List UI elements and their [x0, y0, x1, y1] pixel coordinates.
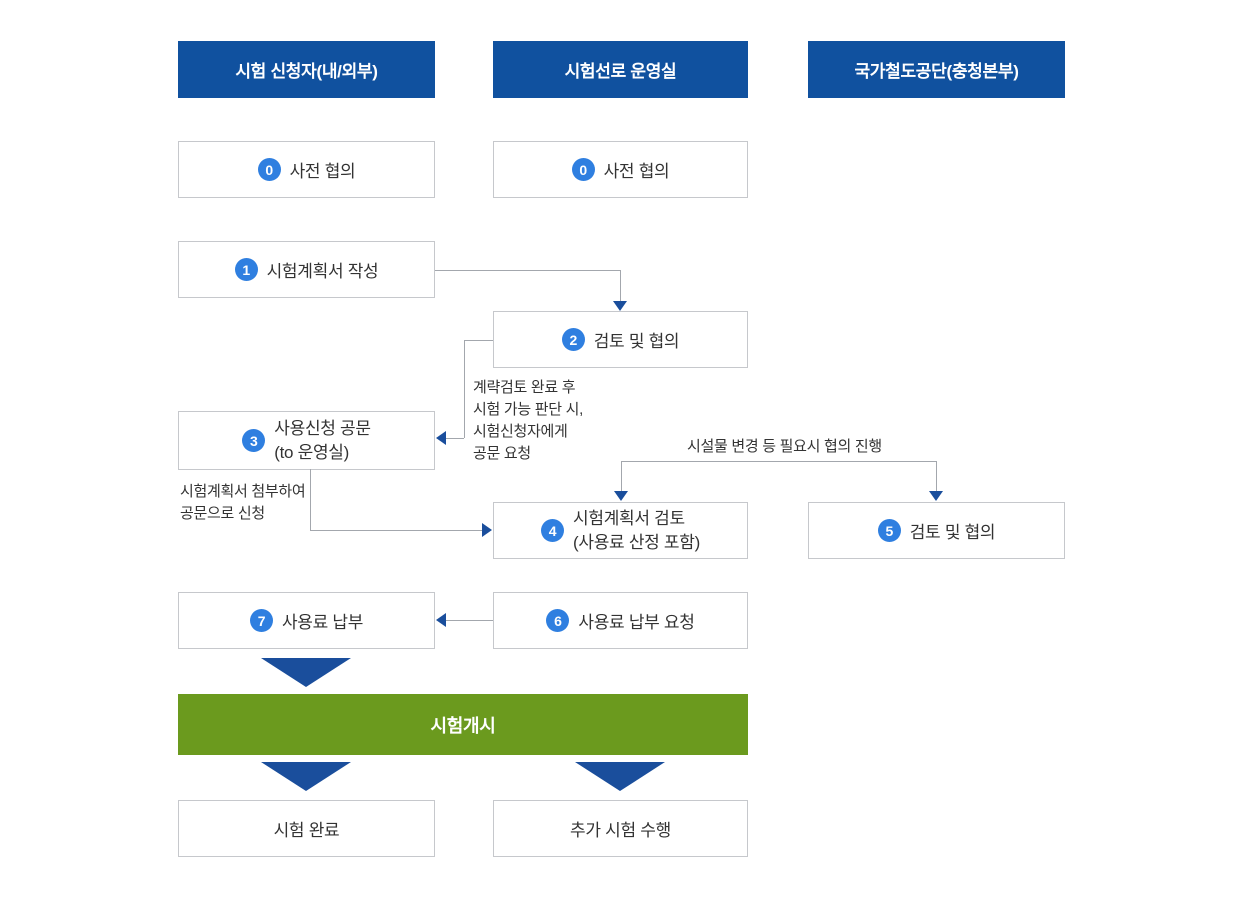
step-number-badge: 0 [571, 158, 595, 181]
step-number-badge: 3 [242, 429, 266, 452]
connector-line [621, 461, 622, 491]
step-sublabel: (to 운영실) [274, 442, 350, 462]
note-line: 시험신청자에게 [473, 423, 568, 440]
arrowhead-left-icon [436, 431, 446, 445]
connector-line [936, 461, 937, 491]
step-box-1-test-plan: 1 시험계획서 작성 [178, 241, 435, 298]
connector-line [446, 438, 464, 439]
step-number-badge: 1 [234, 258, 258, 281]
flow-triangle-icon [261, 658, 351, 687]
step-number-badge: 2 [561, 328, 585, 351]
arrowhead-left-icon [436, 613, 446, 627]
note-line: 시험 가능 판단 시, [473, 401, 583, 418]
step-number-badge: 5 [877, 519, 901, 542]
connector-line [446, 620, 493, 621]
result-box-test-complete: 시험 완료 [178, 800, 435, 857]
column-header-krna-chungcheong: 국가철도공단(충청본부) [808, 41, 1065, 98]
connector-line [435, 270, 621, 271]
connector-line [310, 530, 482, 531]
step-label: 시험계획서 검토 [573, 508, 685, 528]
connector-line [310, 469, 311, 530]
note-facility-consultation: 시설물 변경 등 필요시 협의 진행 [687, 438, 882, 455]
step-box-3-application-letter: 3 사용신청 공문 (to 운영실) [178, 411, 435, 470]
connector-line [620, 270, 621, 301]
step-sublabel: (사용료 산정 포함) [573, 532, 700, 552]
step-label: 사용신청 공문 [274, 418, 371, 438]
step-box-7-fee-payment: 7 사용료 납부 [178, 592, 435, 649]
result-box-additional-test: 추가 시험 수행 [493, 800, 748, 857]
step-number-badge: 6 [546, 609, 570, 632]
arrowhead-down-icon [929, 491, 943, 501]
step-label: 검토 및 협의 [593, 332, 680, 351]
note-line: 공문 요청 [473, 445, 531, 462]
flow-triangle-icon [261, 762, 351, 791]
step-label: 사전 협의 [289, 162, 356, 181]
step-number-badge: 0 [257, 158, 281, 181]
note-line: 공문으로 신청 [180, 505, 265, 522]
arrowhead-down-icon [614, 491, 628, 501]
step-label: 사전 협의 [603, 162, 670, 181]
step-box-0-operations: 0 사전 협의 [493, 141, 748, 198]
step-label: 검토 및 협의 [909, 523, 996, 542]
note-line: 시험계획서 첨부하여 [180, 483, 306, 500]
connector-line [621, 461, 937, 462]
column-header-operations-office: 시험선로 운영실 [493, 41, 748, 98]
step-box-2-review: 2 검토 및 협의 [493, 311, 748, 368]
step-label: 사용료 납부 [281, 613, 364, 632]
step-box-5-review-consult: 5 검토 및 협의 [808, 502, 1065, 559]
step-label: 시험계획서 작성 [266, 262, 379, 281]
flow-triangle-icon [575, 762, 665, 791]
step-box-4-plan-review: 4 시험계획서 검토 (사용료 산정 포함) [493, 502, 748, 559]
column-header-applicant: 시험 신청자(내/외부) [178, 41, 435, 98]
connector-line [464, 340, 493, 341]
arrowhead-right-icon [482, 523, 492, 537]
step-box-0-applicant: 0 사전 협의 [178, 141, 435, 198]
arrowhead-down-icon [613, 301, 627, 311]
step-box-6-fee-request: 6 사용료 납부 요청 [493, 592, 748, 649]
test-start-banner: 시험개시 [178, 694, 748, 755]
connector-line [464, 340, 465, 438]
note-line: 계략검토 완료 후 [473, 379, 576, 396]
note-apply-by-letter: 시험계획서 첨부하여 공문으로 신청 [180, 481, 306, 525]
step-number-badge: 4 [541, 519, 565, 542]
step-number-badge: 7 [249, 609, 273, 632]
step-label: 사용료 납부 요청 [578, 613, 695, 632]
note-letter-request: 계략검토 완료 후 시험 가능 판단 시, 시험신청자에게 공문 요청 [473, 377, 583, 465]
